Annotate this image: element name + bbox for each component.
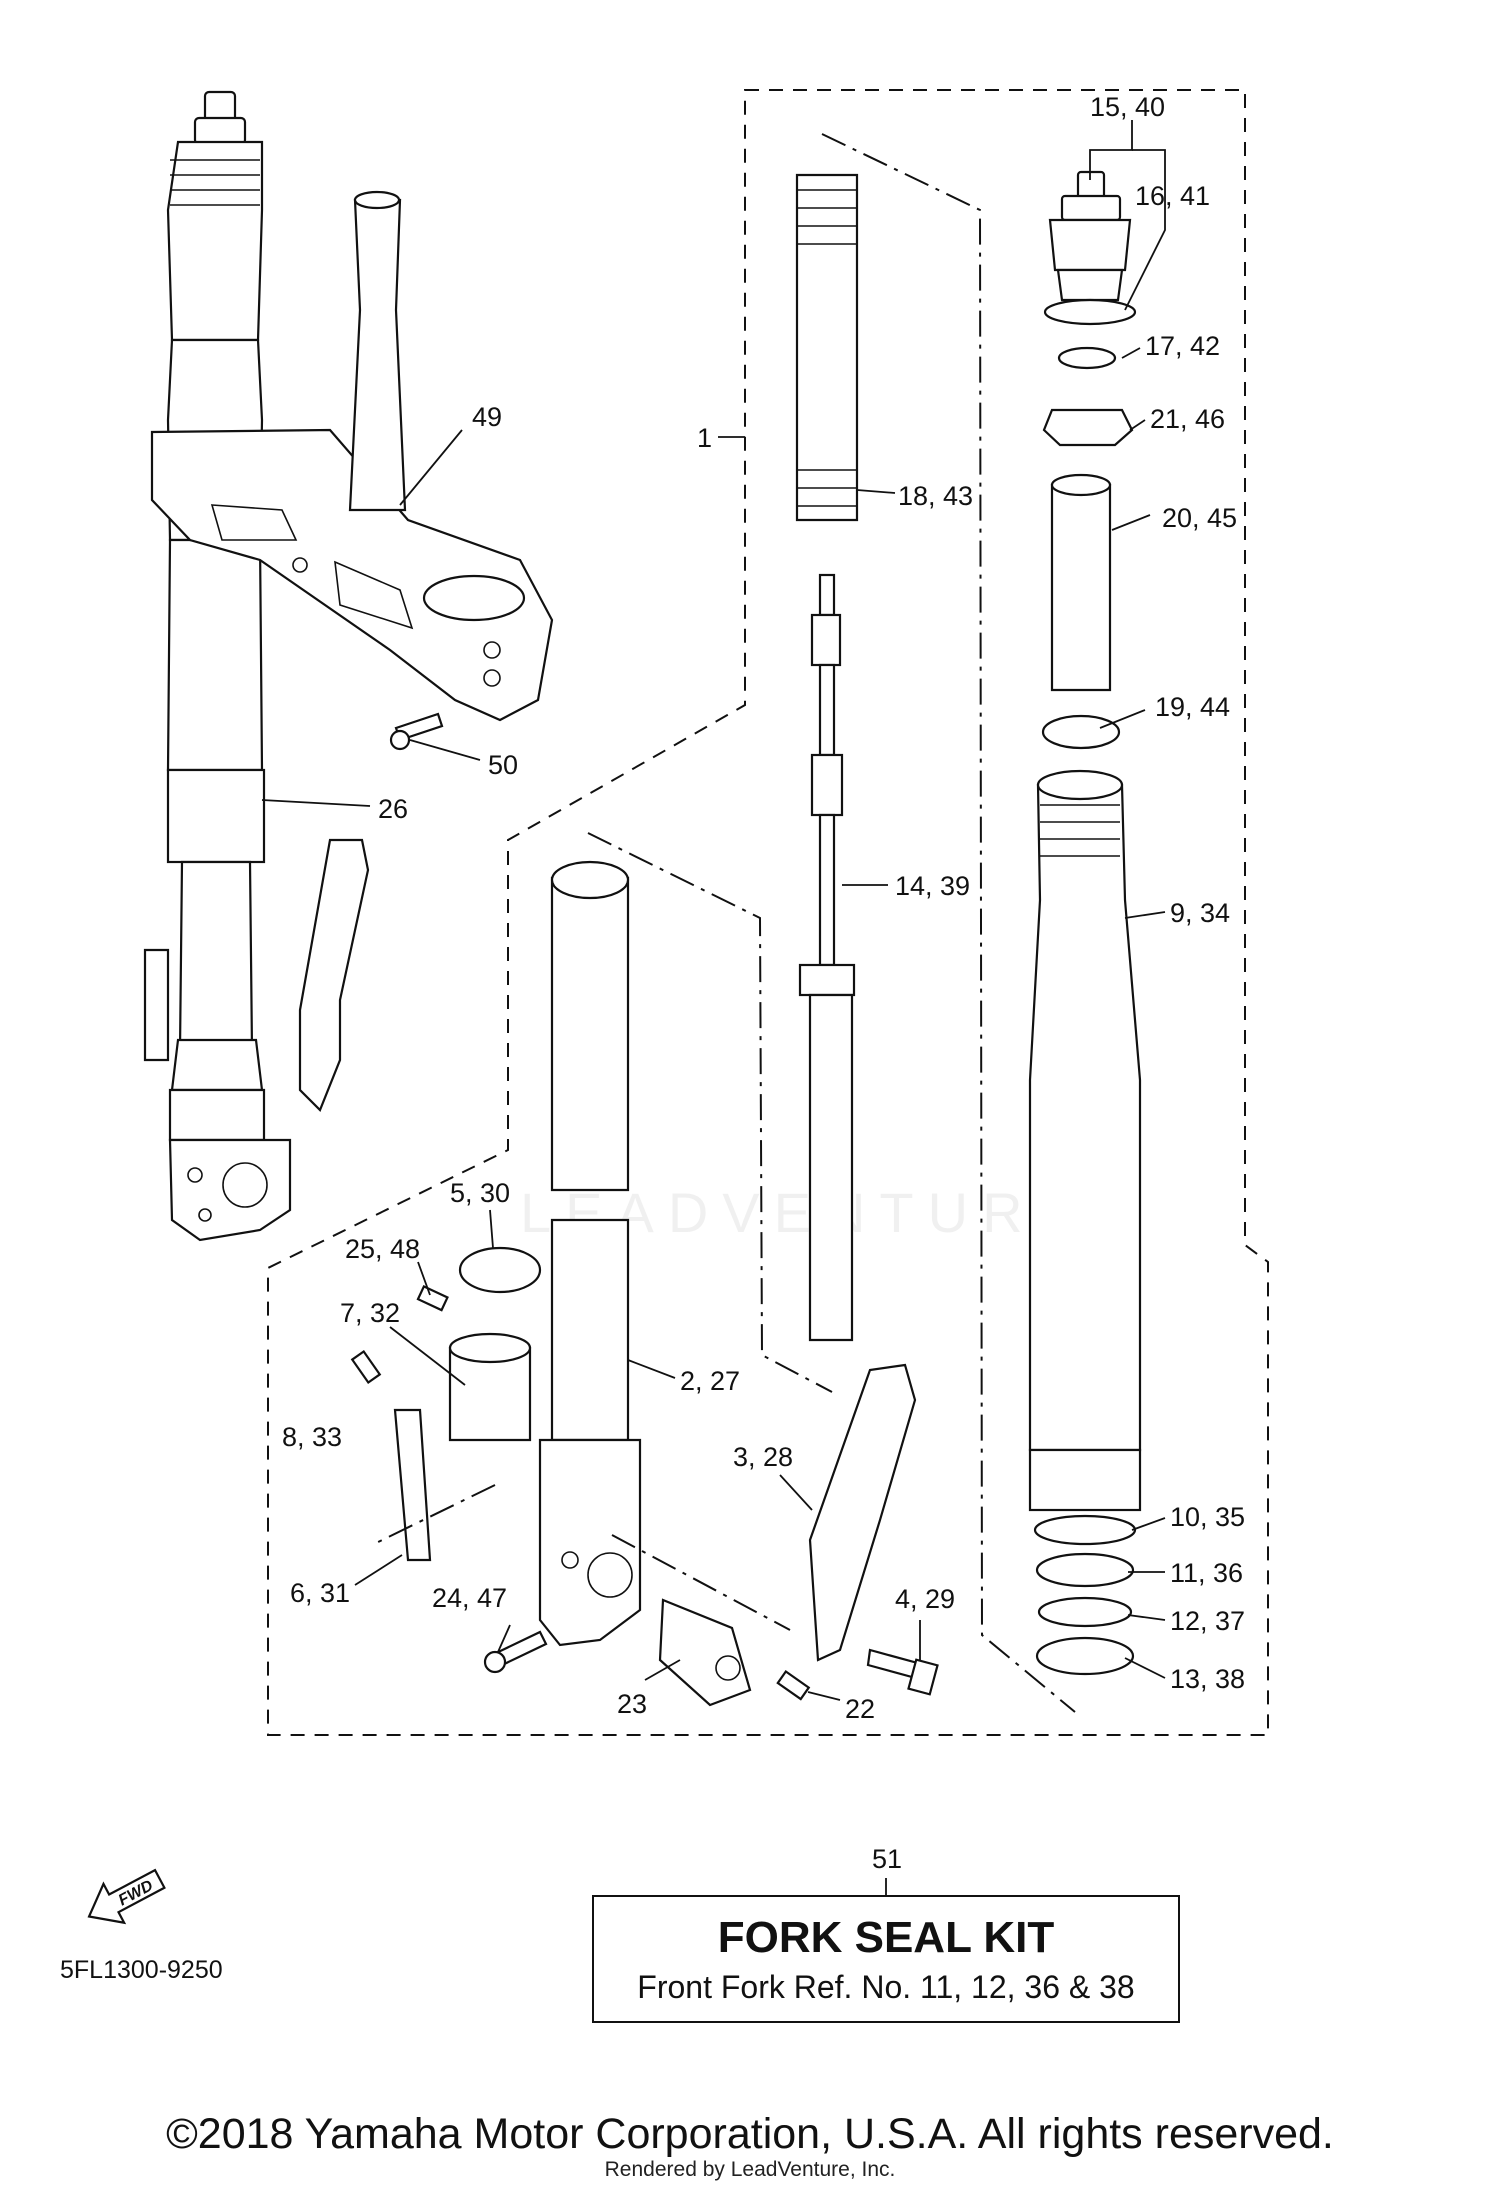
alignment-line	[587, 832, 833, 1393]
callout-18-43: 18, 43	[898, 481, 973, 511]
callout-2-27: 2, 27	[680, 1366, 740, 1396]
callout-21-46: 21, 46	[1150, 404, 1225, 434]
callout-6-31: 6, 31	[290, 1578, 350, 1608]
fork-seal-kit-box: FORK SEAL KIT Front Fork Ref. No. 11, 12…	[592, 1895, 1180, 2023]
alignment-line	[611, 1534, 791, 1631]
callout-50: 50	[488, 750, 518, 780]
exploded-parts-illustration	[350, 173, 939, 1707]
rendered-by-notice: Rendered by LeadVenture, Inc.	[604, 2158, 896, 2181]
callout-labels: 1 15, 40 16, 41 17, 42 21, 46 20, 45 19,…	[282, 92, 1245, 1874]
callout-22: 22	[845, 1694, 875, 1724]
kit-subtitle: Front Fork Ref. No. 11, 12, 36 & 38	[637, 1969, 1135, 2005]
callout-12-37: 12, 37	[1170, 1606, 1245, 1636]
assembly-outline	[267, 89, 1269, 1736]
callout-17-42: 17, 42	[1145, 331, 1220, 361]
callout-7-32: 7, 32	[340, 1298, 400, 1328]
alignment-line	[821, 133, 1076, 1713]
leader-lines	[261, 120, 1166, 1895]
callout-24-47: 24, 47	[432, 1583, 507, 1613]
callout-15-40: 15, 40	[1090, 92, 1165, 122]
callout-4-29: 4, 29	[895, 1584, 955, 1614]
right-column-parts-illustration	[1028, 170, 1142, 1676]
fwd-arrow-icon: FWD	[87, 1868, 166, 1925]
kit-title: FORK SEAL KIT	[717, 1913, 1055, 1962]
callout-3-28: 3, 28	[733, 1442, 793, 1472]
callout-20-45: 20, 45	[1162, 503, 1237, 533]
callout-25-48: 25, 48	[345, 1234, 420, 1264]
callout-11-36: 11, 36	[1170, 1558, 1243, 1588]
callout-49: 49	[472, 402, 502, 432]
callout-19-44: 19, 44	[1155, 692, 1230, 722]
callout-9-34: 9, 34	[1170, 898, 1230, 928]
callout-26: 26	[378, 794, 408, 824]
callout-8-33: 8, 33	[282, 1422, 342, 1452]
assembled-fork-illustration	[143, 90, 554, 1242]
callout-5-30: 5, 30	[450, 1178, 510, 1208]
callout-23: 23	[617, 1689, 647, 1719]
callout-16-41: 16, 41	[1135, 181, 1210, 211]
callout-51: 51	[872, 1844, 902, 1874]
diagram-code: 5FL1300-9250	[60, 1956, 223, 1984]
callout-13-38: 13, 38	[1170, 1664, 1245, 1694]
callout-14-39: 14, 39	[895, 871, 970, 901]
callout-10-35: 10, 35	[1170, 1502, 1245, 1532]
copyright-notice: ©2018 Yamaha Motor Corporation, U.S.A. A…	[166, 2110, 1334, 2158]
callout-1: 1	[697, 423, 712, 453]
alignment-line	[371, 1484, 496, 1546]
